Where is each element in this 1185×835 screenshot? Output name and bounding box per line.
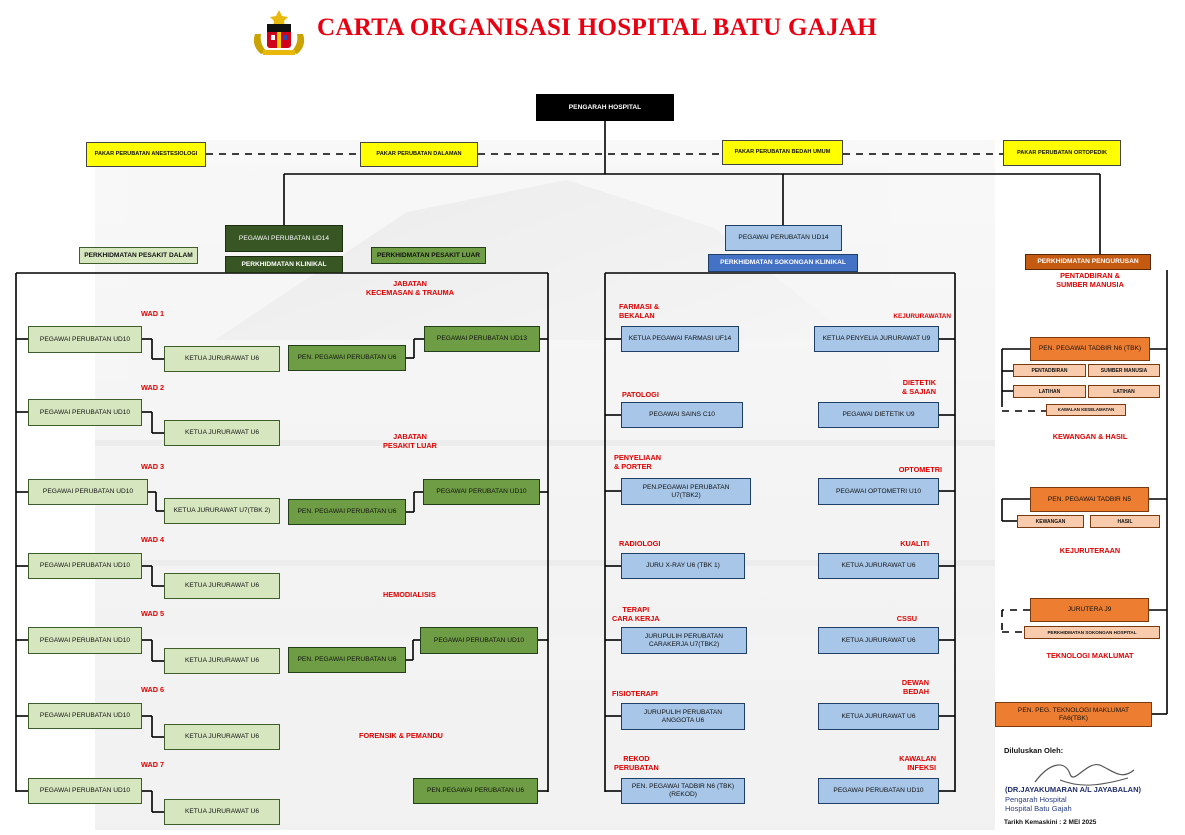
outpatient-dept-label: JABATAN PESAKIT LUAR [383,432,437,451]
support-unit-label: KEJURURAWATAN [893,313,951,320]
approver-place: Hospital Batu Gajah [1005,804,1072,813]
engineering-unit-box: PERKHIDMATAN SOKONGAN HOSPITAL [1024,626,1160,639]
forensic-head-box: PEN.PEGAWAI PERUBATAN U6 [413,778,538,804]
support-unit-label: CSSU [896,614,917,623]
finance-label: KEWANGAN & HASIL [1052,432,1128,441]
ward-label: WAD 7 [141,760,165,769]
management-header: PERKHIDMATAN PENGURUSAN [1025,254,1151,270]
clinical-head: PEGAWAI PERUBATAN UD14 [225,225,343,252]
last-updated: Tarikh Kemaskini : 2 MEI 2025 [1004,819,1097,826]
support-unit-box: PEN. PEGAWAI TADBIR N6 (TBK) (REKOD) [621,778,745,804]
support-unit-label: RADIOLOGI [619,539,661,548]
outpatient-header: PERKHIDMATAN PESAKIT LUAR [371,247,486,264]
specialist-general-surgery: PAKAR PERUBATAN BEDAH UMUM [722,140,843,165]
support-unit-box: PEGAWAI DIETETIK U9 [818,402,939,428]
ward-label: WAD 1 [141,309,165,318]
ward-officer-box: PEGAWAI PERUBATAN UD10 [28,399,142,426]
support-unit-label: REKOD PERUBATAN [614,754,659,773]
support-unit-box: KETUA JURURAWAT U6 [818,703,939,730]
support-unit-label: FISIOTERAPI [612,689,658,698]
support-unit-label: PATOLOGI [622,390,659,399]
ward-officer-box: PEGAWAI PERUBATAN UD10 [28,479,148,505]
dialysis-assistant-box: PEN. PEGAWAI PERUBATAN U6 [288,647,406,673]
admin-unit-box: KAWALAN KESELAMATAN [1046,404,1126,416]
specialist-internal-medicine: PAKAR PERUBATAN DALAMAN [360,142,478,167]
support-unit-box: JURUPULIH PERUBATAN ANGGOTA U6 [621,703,745,730]
inpatient-header: PERKHIDMATAN PESAKIT DALAM [79,247,198,264]
support-unit-label: KUALITI [900,539,929,548]
admin-unit-box: PENTADBIRAN [1013,364,1086,377]
it-label: TEKNOLOGI MAKLUMAT [1046,651,1134,660]
specialist-orthopaedic: PAKAR PERUBATAN ORTOPEDIK [1003,140,1121,166]
ward-nurse-box: KETUA JURURAWAT U6 [164,573,280,599]
ward-nurse-box: KETUA JURURAWAT U6 [164,799,280,825]
support-unit-box: KETUA PEGAWAI FARMASI UF14 [621,326,739,352]
ward-label: WAD 5 [141,609,165,618]
support-head: PEGAWAI PERUBATAN UD14 [725,225,842,251]
dialysis-head-box: PEGAWAI PERUBATAN UD10 [420,627,538,654]
approval-heading: Diluluskan Oleh: [1004,746,1064,755]
page-title: CARTA ORGANISASI HOSPITAL BATU GAJAH [317,14,878,41]
support-unit-box: PEGAWAI PERUBATAN UD10 [818,778,939,804]
emergency-assistant-box: PEN. PEGAWAI PERUBATAN U6 [288,345,406,371]
ward-label: WAD 4 [141,535,165,544]
director-box: PENGARAH HOSPITAL [536,94,674,121]
ward-officer-box: PEGAWAI PERUBATAN UD10 [28,326,142,353]
support-unit-box: PEGAWAI OPTOMETRI U10 [818,478,939,505]
clinical-header: PERKHIDMATAN KLINIKAL [225,256,343,273]
support-unit-label: DEWAN BEDAH [901,678,929,697]
support-unit-box: KETUA JURURAWAT U6 [818,627,939,654]
emergency-dept-label: JABATAN KECEMASAN & TRAUMA [366,279,454,298]
ward-officer-box: PEGAWAI PERUBATAN UD10 [28,553,142,579]
support-unit-label: FARMASI & BEKALAN [619,302,660,321]
ward-label: WAD 6 [141,685,165,694]
support-unit-label: OPTOMETRI [898,465,942,474]
admin-head-box: PEN. PEGAWAI TADBIR N6 (TBK) [1030,337,1150,361]
outpatient-head-box: PEGAWAI PERUBATAN UD10 [423,479,540,505]
it-head-box: PEN. PEG. TEKNOLOGI MAKLUMAT FA6(TBK) [995,702,1152,727]
signature [1034,763,1135,786]
approver-name: (DR.JAYAKUMARAN A/L JAYABALAN) [1005,785,1141,794]
support-unit-label: TERAPI CARA KERJA [612,605,660,624]
finance-unit-box: KEWANGAN [1017,515,1084,528]
support-unit-label: DIETETIK & SAJIAN [901,378,936,397]
malaysia-coat-of-arms-logo [253,10,305,55]
admin-label: PENTADBIRAN & SUMBER MANUSIA [1056,271,1124,290]
ward-officer-box: PEGAWAI PERUBATAN UD10 [28,627,142,654]
support-unit-box: JURUPULIH PERUBATAN CARAKERJA U7(TBK2) [621,627,747,654]
emergency-head-box: PEGAWAI PERUBATAN UD13 [424,326,540,352]
dialysis-label: HEMODIALISIS [383,590,436,599]
ward-nurse-box: KETUA JURURAWAT U6 [164,648,280,674]
support-unit-label: KAWALAN INFEKSI [899,754,936,773]
support-unit-box: PEGAWAI SAINS C10 [621,402,743,428]
finance-unit-box: HASIL [1090,515,1160,528]
specialist-anaesthesiology: PAKAR PERUBATAN ANESTESIOLOGI [86,142,206,167]
support-unit-box: PEN.PEGAWAI PERUBATAN U7(TBK2) [621,478,751,505]
engineering-label: KEJURUTERAAN [1059,546,1121,555]
support-unit-label: PENYELIAAN & PORTER [614,453,662,472]
admin-unit-box: SUMBER MANUSIA [1088,364,1160,377]
support-unit-box: KETUA JURURAWAT U6 [818,553,939,579]
engineering-head-box: JURUTERA J9 [1030,598,1149,622]
admin-unit-box: LATIHAN [1013,385,1086,398]
outpatient-assistant-box: PEN. PEGAWAI PERUBATAN U6 [288,499,406,525]
ward-nurse-box: KETUA JURURAWAT U7(TBK 2) [164,498,280,524]
ward-nurse-box: KETUA JURURAWAT U6 [164,420,280,446]
ward-officer-box: PEGAWAI PERUBATAN UD10 [28,703,142,729]
approver-position: Pengarah Hospital [1005,795,1067,804]
ward-nurse-box: KETUA JURURAWAT U6 [164,346,280,372]
ward-officer-box: PEGAWAI PERUBATAN UD10 [28,778,142,804]
ward-nurse-box: KETUA JURURAWAT U6 [164,724,280,750]
admin-unit-box: LATIHAN [1088,385,1160,398]
ward-label: WAD 3 [141,462,165,471]
finance-head-box: PEN. PEGAWAI TADBIR N5 [1030,487,1149,512]
forensic-label: FORENSIK & PEMANDU [359,731,443,740]
support-unit-box: KETUA PENYELIA JURURAWAT U9 [814,326,939,352]
ward-label: WAD 2 [141,383,165,392]
support-header: PERKHIDMATAN SOKONGAN KLINIKAL [708,254,858,272]
support-unit-box: JURU X-RAY U6 (TBK 1) [621,553,745,579]
